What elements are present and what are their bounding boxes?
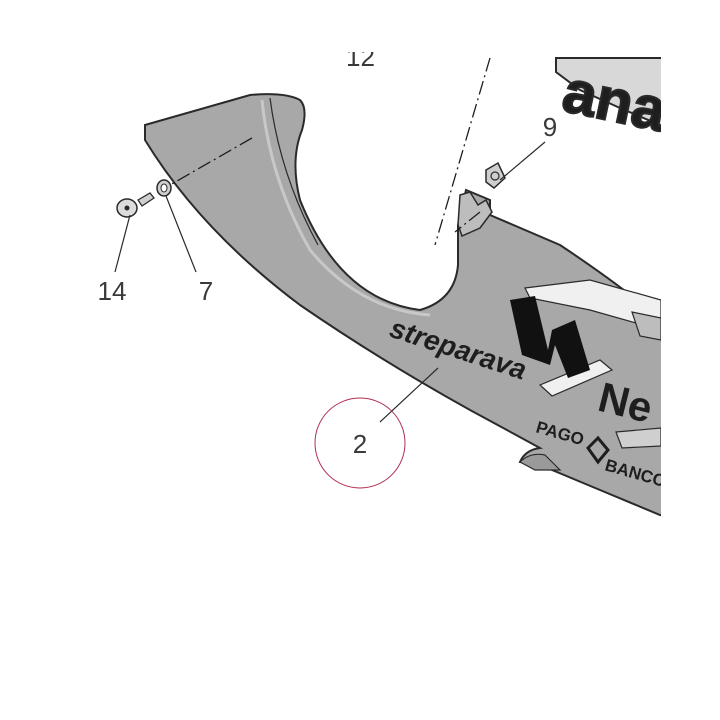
leader-lines bbox=[114, 141, 546, 423]
highlight-circle bbox=[314, 397, 406, 489]
callout-14: 14 bbox=[98, 276, 127, 306]
lower-fairing-panel bbox=[144, 93, 661, 517]
callout-2: 2 bbox=[353, 429, 367, 459]
upper-adjacent-panel: ana bbox=[555, 56, 661, 145]
clip-nut-icon bbox=[485, 161, 506, 189]
washer-icon bbox=[156, 179, 172, 197]
diamond-logo-icon bbox=[586, 435, 610, 465]
callout-9: 9 bbox=[543, 112, 557, 142]
assembly-axis-lines bbox=[169, 57, 491, 246]
black-logo-decal bbox=[510, 296, 590, 378]
callout-7: 7 bbox=[199, 276, 213, 306]
screw-icon bbox=[116, 192, 155, 218]
top-crop-mask bbox=[300, 0, 420, 52]
